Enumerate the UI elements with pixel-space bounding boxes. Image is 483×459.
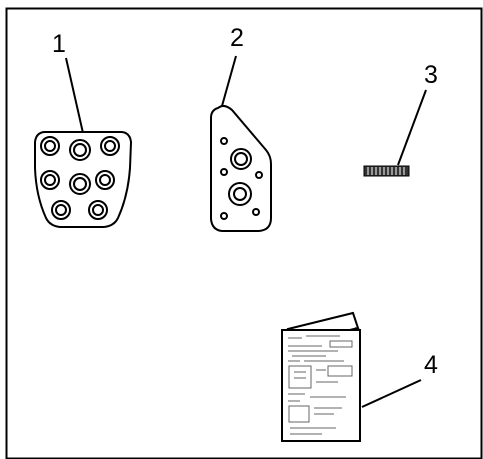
callout-3-label: 3 xyxy=(424,61,438,89)
diagram-border xyxy=(5,7,483,459)
callout-4-label: 4 xyxy=(424,351,438,379)
brake-pedal-pad xyxy=(34,131,133,228)
fastener-strip xyxy=(363,165,410,177)
callout-2-label: 2 xyxy=(230,24,244,52)
callout-3-leader xyxy=(397,89,427,166)
callout-2-leader xyxy=(221,55,237,107)
instruction-booklet xyxy=(281,311,361,442)
callout-1-leader xyxy=(65,57,84,134)
callout-4-leader xyxy=(361,379,422,408)
accelerator-pedal-pad xyxy=(210,104,272,232)
callout-1-label: 1 xyxy=(52,30,66,58)
